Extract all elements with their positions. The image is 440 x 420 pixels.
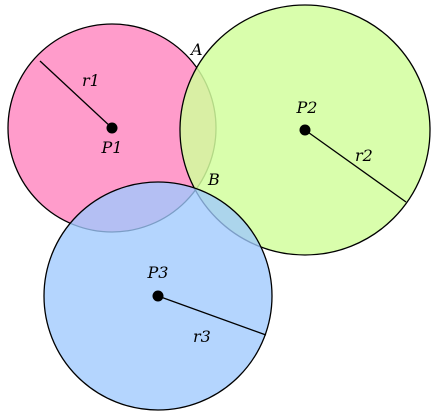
center-point-p1 [106, 122, 118, 134]
radius-line-r1 [39, 60, 113, 129]
intersection-label-a: A [189, 40, 203, 59]
radius-line-r3 [157, 295, 267, 336]
label-p1: P1 [101, 138, 123, 157]
center-point-p2 [299, 124, 311, 136]
radius-line-r2 [304, 129, 407, 203]
label-p2: P2 [296, 98, 318, 117]
label-r2: r2 [355, 146, 373, 165]
label-r3: r3 [193, 327, 211, 346]
center-point-p3 [152, 290, 164, 302]
intersection-label-b: B [207, 170, 220, 189]
label-p3: P3 [147, 263, 169, 282]
label-r1: r1 [82, 71, 100, 90]
